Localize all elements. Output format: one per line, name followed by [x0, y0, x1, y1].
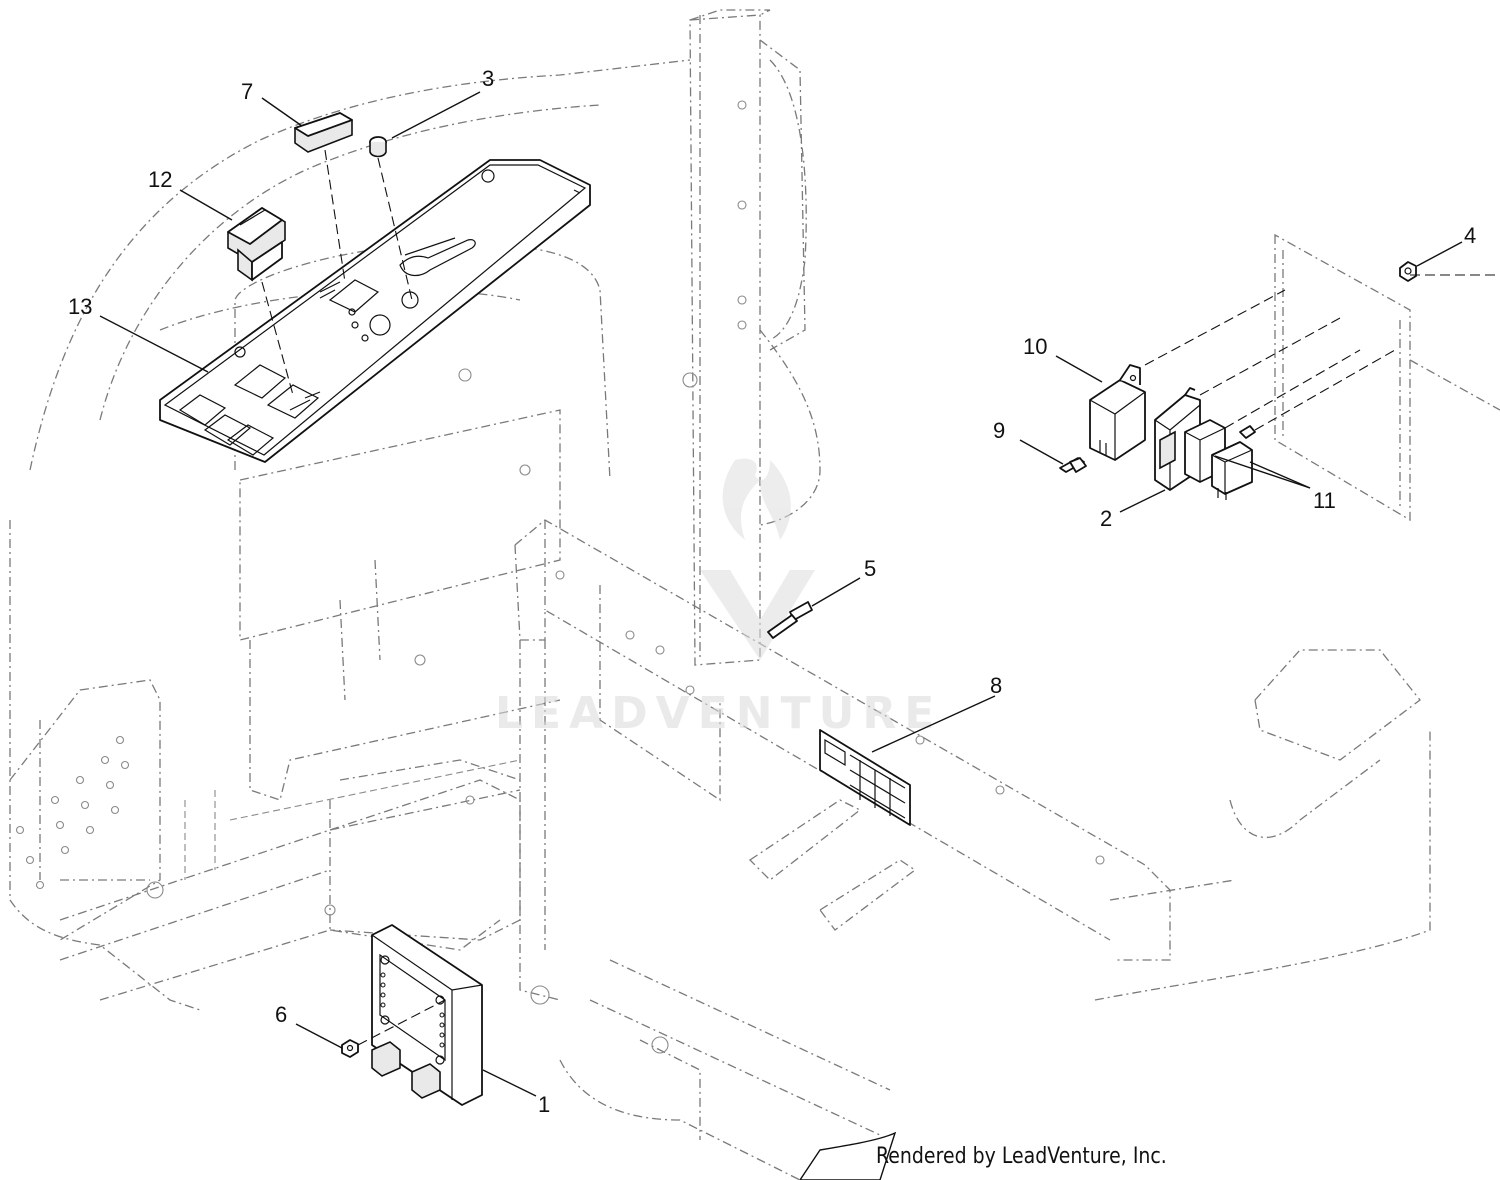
part-5-bolt: [767, 601, 813, 639]
callout-8: 8: [990, 673, 1002, 698]
part-4-nut: [1399, 261, 1417, 282]
callout-1: 1: [538, 1092, 550, 1117]
callout-11: 11: [1313, 488, 1336, 513]
part-13-dash-panel: [159, 159, 591, 463]
callout-12: 12: [148, 167, 172, 192]
render-credit: Rendered by LeadVenture, Inc.: [876, 1144, 1167, 1169]
part-12-rocker-switch: [227, 207, 286, 282]
part-8-decal: [819, 729, 911, 826]
part-1-controller: [371, 924, 483, 1106]
frame-holes: [15, 100, 1105, 1054]
part-3-knob: [369, 136, 387, 158]
leadventure-watermark: LEADVENTURE: [495, 458, 942, 739]
callout-6: 6: [275, 1002, 287, 1027]
callout-3: 3: [482, 66, 494, 91]
relay-bracket-assembly: [1059, 233, 1500, 522]
leader-lines: [99, 91, 1463, 1097]
callout-5: 5: [864, 556, 876, 581]
callout-13: 13: [68, 294, 92, 319]
callout-2: 2: [1100, 506, 1112, 531]
callout-labels: 1 2 3 4 5 6 7 8 9 10 11 12 13: [68, 66, 1476, 1117]
tube-end: [799, 1131, 897, 1180]
part-9-bolt: [1059, 457, 1087, 473]
part-7-plug-cover: [294, 112, 353, 153]
callout-10: 10: [1023, 334, 1047, 359]
callout-4: 4: [1464, 223, 1476, 248]
part-11-relays: [1184, 419, 1253, 500]
part-6-nut: [341, 1039, 359, 1058]
callout-9: 9: [993, 418, 1005, 443]
assembly-lines: [261, 149, 446, 1046]
callout-7: 7: [241, 79, 253, 104]
watermark-text: LEADVENTURE: [495, 688, 942, 739]
part-10-relay: [1089, 364, 1146, 461]
